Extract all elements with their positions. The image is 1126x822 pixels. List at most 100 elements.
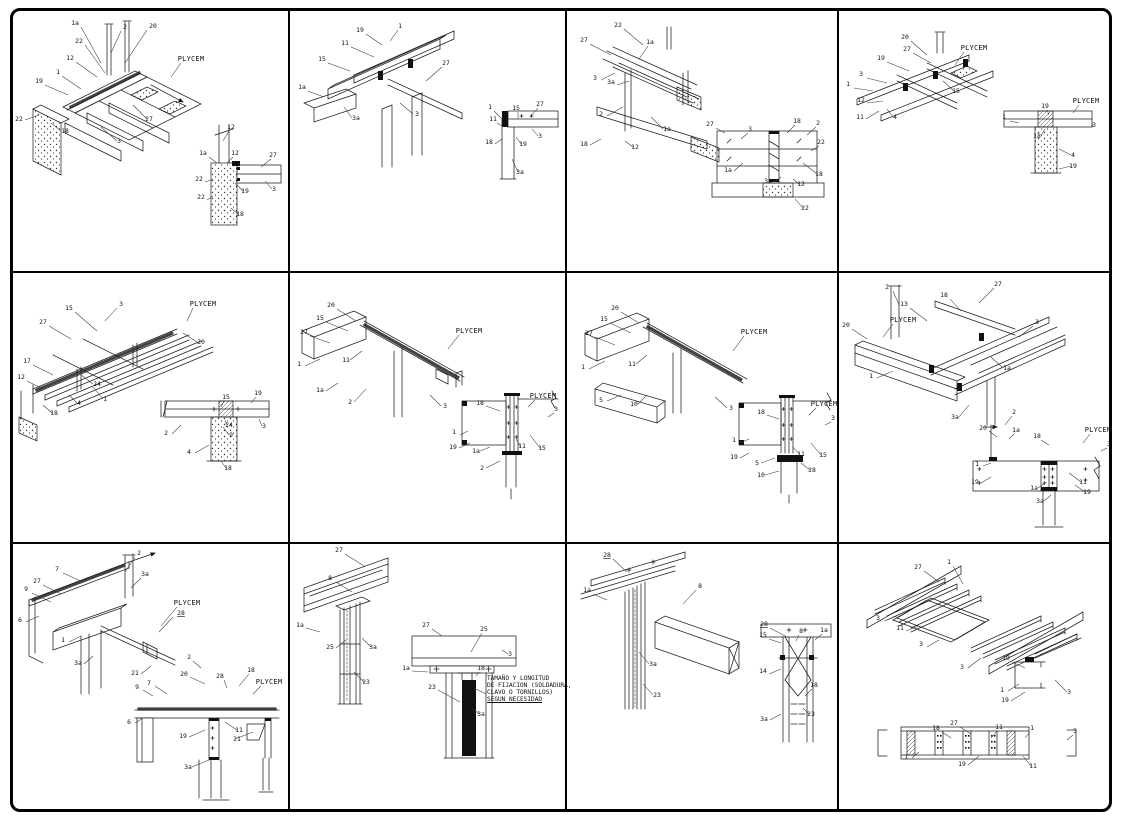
leader-line (531, 128, 539, 137)
callout-label: 18 (1033, 432, 1041, 440)
section-detail (499, 110, 559, 180)
leader-line (954, 51, 965, 66)
callout-label: 1a (1030, 484, 1038, 492)
callout-label: 2 (164, 429, 168, 437)
leader-line (470, 632, 483, 653)
leader-line (959, 726, 972, 735)
leader-line (715, 127, 726, 134)
leader-line (760, 457, 776, 464)
leader-line (795, 634, 800, 642)
callout-label: 19 (971, 478, 979, 486)
leader-line (361, 637, 372, 648)
iso-drawing (303, 557, 389, 705)
callout-label: 27 (39, 318, 47, 326)
callout-label: 3 (729, 404, 733, 412)
leader-line (766, 414, 780, 420)
leader-line (990, 730, 998, 739)
callout-label: 15 (952, 87, 960, 95)
leader-line (1043, 494, 1052, 502)
leader-line (808, 407, 817, 416)
leader-line (1074, 484, 1086, 493)
callout-label: 18 (810, 681, 818, 689)
callout-label: 10 (757, 471, 765, 479)
leader-line (637, 394, 648, 405)
callout-label: 11 (1029, 762, 1037, 770)
leader-line (876, 370, 894, 379)
callout-label: 27 (903, 45, 911, 53)
callout-label: 8 (799, 627, 803, 635)
callout-label: 1 (103, 395, 107, 403)
callout-label: 22 (15, 115, 23, 123)
callout-label: 27 (950, 719, 958, 727)
leader-line (592, 593, 608, 601)
leader-line (624, 140, 634, 148)
leader-line (1040, 439, 1050, 446)
note-line: TAMAÑO Y LONGITUD (487, 675, 550, 682)
callout-label: 2 (123, 23, 127, 31)
leader-line (389, 29, 399, 42)
callout-label: 3a (951, 413, 959, 421)
callout-label: 19 (1002, 654, 1010, 662)
callout-label: 1a (298, 83, 306, 91)
leader-line (154, 685, 168, 695)
leader-line (949, 298, 962, 312)
callout-label: 27 (914, 563, 922, 571)
grid-divider-horizontal-1 (13, 271, 1109, 273)
leader-line (42, 584, 62, 595)
leader-line (1054, 679, 1068, 693)
callout-label: 15 (512, 104, 520, 112)
callout-label: 17 (23, 357, 31, 365)
callout-label: 27 (145, 115, 153, 123)
leader-line (1011, 661, 1026, 669)
iso-drawing (28, 552, 176, 695)
section-detail (711, 130, 825, 198)
callout-label: 1 (1000, 686, 1004, 694)
leader-line (222, 130, 230, 142)
callout-label: 3 (117, 137, 121, 145)
callout-label: 1 (1002, 113, 1006, 121)
leader-line (204, 178, 214, 183)
leader-line (606, 106, 624, 117)
callout-label: 19 (730, 453, 738, 461)
callout-label: 19 (35, 77, 43, 85)
leader-line (529, 107, 539, 118)
leader-line (1040, 128, 1046, 137)
note-line: SEGUN NECESIDAD (487, 696, 543, 703)
callout-label: 9 (229, 431, 233, 439)
callout-label: 1 (732, 436, 736, 444)
iso-drawing (854, 284, 1066, 426)
leader-line (682, 589, 697, 605)
callout-label: 3a (477, 710, 485, 718)
leader-line (206, 195, 214, 201)
leader-line (365, 33, 383, 46)
leader-line (344, 553, 365, 567)
leader-line (1004, 415, 1013, 426)
callout-label: 27 (994, 280, 1002, 288)
leader-line (1046, 109, 1050, 116)
callout-label: 3 (443, 402, 447, 410)
leader-line (824, 421, 832, 426)
callout-label: 20 (842, 321, 850, 329)
leader-line (192, 660, 202, 669)
callout-label: 15 (819, 451, 827, 459)
leader-line (307, 90, 325, 98)
callout-label: 3 (1035, 318, 1039, 326)
callout-label: 3a (607, 78, 615, 86)
leader-line (515, 438, 521, 447)
leader-line (222, 426, 230, 436)
leader-line (1007, 683, 1020, 692)
leader-line (142, 689, 154, 697)
callout-label: 3 (538, 132, 542, 140)
leader-line (349, 350, 363, 361)
leader-line (978, 287, 995, 304)
callout-label: 19 (1069, 162, 1077, 170)
section-detail (738, 392, 832, 504)
leader-line (75, 61, 98, 78)
callout-label: 18 (224, 464, 232, 472)
leader-line (411, 670, 429, 673)
callout-label: 1a (820, 626, 828, 634)
callout-label: 3a (184, 763, 192, 771)
